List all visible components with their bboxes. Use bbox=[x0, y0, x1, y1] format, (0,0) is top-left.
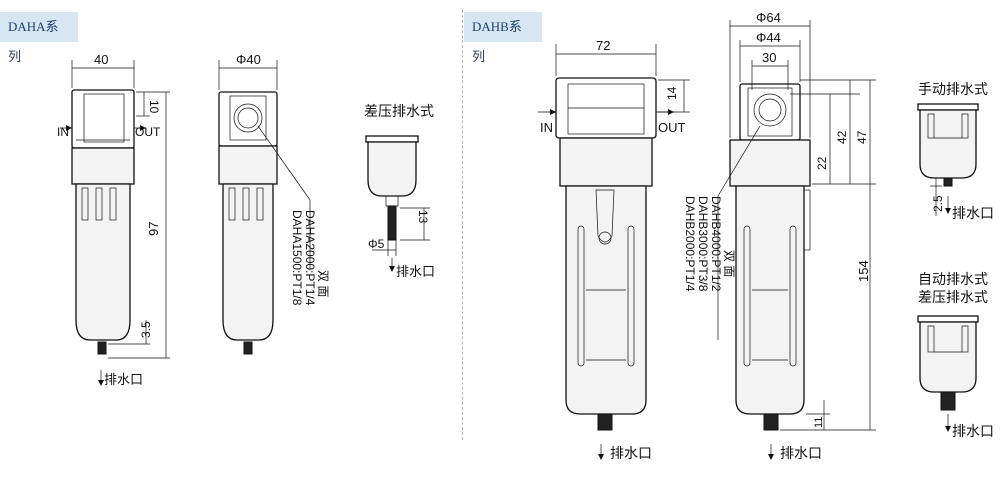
dahb-outlet-label: OUT bbox=[658, 120, 686, 135]
dahb-side-drain-arrow bbox=[768, 444, 774, 460]
daha-drain-detail-title: 差压排水式 bbox=[364, 103, 434, 119]
section-divider bbox=[462, 10, 463, 440]
dahb-manual-title: 手动排水式 bbox=[918, 81, 988, 97]
daha-model-1: DAHA1500:PT1/8 bbox=[290, 210, 304, 306]
dahb-auto-detail bbox=[917, 315, 979, 432]
dahb-side-note: 双 面 bbox=[722, 250, 736, 277]
dahb-auto-drain-label: 排水口 bbox=[952, 423, 994, 439]
dahb-manual-height-label: 2.5 bbox=[931, 195, 945, 212]
dahb-manual-drain-label: 排水口 bbox=[952, 205, 994, 221]
dahb-h47-label: 47 bbox=[855, 130, 869, 144]
dahb-model-3: DAHB4000:PT1/2 bbox=[709, 196, 723, 292]
dahb-drain-arrow bbox=[598, 444, 604, 460]
daha-top-offset-label: 10 bbox=[147, 100, 161, 114]
daha-drain-detail bbox=[365, 135, 430, 272]
dahb-h22-label: 22 bbox=[815, 156, 829, 170]
dahb-front-view bbox=[538, 44, 690, 431]
daha-width-label: 40 bbox=[94, 52, 108, 67]
daha-drain-diameter-label: Φ5 bbox=[368, 237, 385, 251]
dahb-inlet-label: IN bbox=[540, 120, 553, 135]
daha-front-view bbox=[60, 60, 170, 359]
dahb-h42-label: 42 bbox=[835, 130, 849, 144]
daha-drain-height-label: 13 bbox=[416, 210, 430, 224]
daha-bottom-offset-label: 3.5 bbox=[139, 321, 153, 338]
dahb-auto-title-1: 自动排水式 bbox=[918, 271, 988, 287]
dahb-h11-label: 11 bbox=[813, 417, 825, 428]
dahb-model-1: DAHB2000:PT1/4 bbox=[683, 196, 697, 292]
dahb-manual-detail bbox=[917, 103, 979, 216]
daha-side-diameter-label: Φ40 bbox=[236, 52, 261, 67]
dahb-d44-label: Φ44 bbox=[756, 30, 781, 45]
daha-model-2: DAHA2000:PT1/4 bbox=[303, 210, 317, 306]
series-a-tag: DAHA系列 bbox=[0, 12, 78, 64]
dahb-d64-label: Φ64 bbox=[756, 10, 781, 25]
dahb-side-drain-label: 排水口 bbox=[780, 445, 822, 461]
dahb-width-label: 72 bbox=[596, 38, 610, 53]
series-b-tag: DAHB系列 bbox=[464, 12, 542, 64]
dahb-w30-label: 30 bbox=[762, 50, 776, 65]
daha-drain-label: 排水口 bbox=[104, 372, 143, 387]
daha-outlet-label: OUT bbox=[135, 125, 161, 139]
dahb-model-2: DAHB3000:PT3/8 bbox=[696, 196, 710, 292]
daha-inlet-label: IN bbox=[57, 125, 69, 139]
dahb-h154-label: 154 bbox=[856, 260, 871, 282]
dahb-auto-title-2: 差压排水式 bbox=[918, 289, 988, 305]
dahb-top-offset-label: 14 bbox=[665, 86, 679, 100]
dahb-side-view bbox=[717, 20, 876, 431]
daha-drain-arrow bbox=[98, 370, 104, 386]
dahb-drain-label: 排水口 bbox=[610, 445, 652, 461]
daha-drain-detail-drain: 排水口 bbox=[396, 264, 435, 279]
daha-side-view bbox=[218, 60, 311, 355]
daha-side-note: 双 面 bbox=[316, 270, 330, 297]
daha-height-label: 97 bbox=[146, 222, 161, 236]
